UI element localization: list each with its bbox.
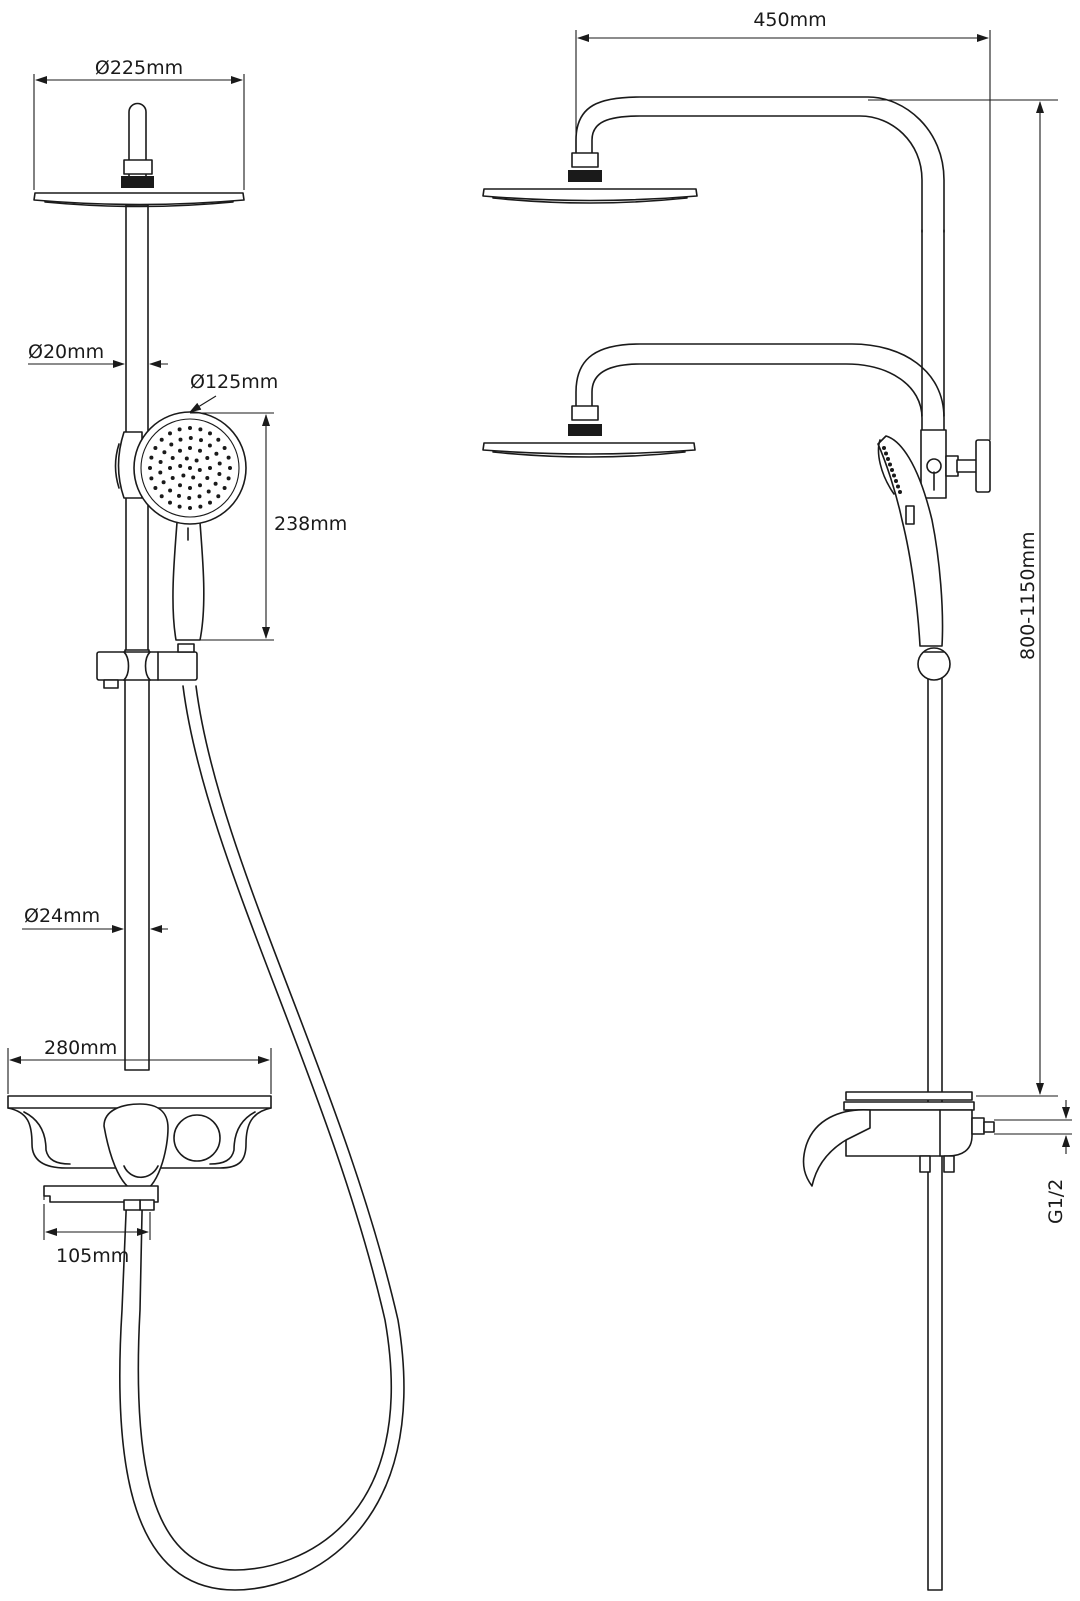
shelf-width-label: 280mm <box>44 1037 117 1059</box>
front-riser <box>124 204 150 1071</box>
side-diverter-holder <box>920 429 991 499</box>
spout-length-label: 105mm <box>56 1245 129 1267</box>
front-slider-clamp <box>96 643 198 689</box>
side-hand-shower <box>877 435 951 681</box>
inlet-thread-label: G1/2 <box>1045 1179 1067 1224</box>
arm-reach-label: 450mm <box>753 9 826 31</box>
hand-shower-length-label: 238mm <box>274 513 347 535</box>
side-view: 450mm 800-1150mm G1/2 <box>482 9 1072 1591</box>
height-range-label: 800-1150mm <box>1017 532 1039 661</box>
overhead-diameter-label: Ø225mm <box>95 57 183 79</box>
side-lower-arm <box>482 343 945 458</box>
riser-diameter-label: Ø24mm <box>24 905 100 927</box>
side-mixer <box>802 1091 995 1187</box>
hand-shower-diameter-label: Ø125mm <box>190 371 278 393</box>
side-dimensions: 450mm 800-1150mm G1/2 <box>575 9 1072 1224</box>
front-overhead-shower <box>33 102 245 208</box>
side-upper-arm <box>482 96 945 233</box>
front-mixer-shelf <box>7 1095 272 1211</box>
front-hand-shower <box>133 411 247 641</box>
front-dimensions: Ø225mm Ø20mm Ø125mm 238mm Ø24mm 280mm 10… <box>7 57 347 1267</box>
front-hose <box>118 685 405 1591</box>
slide-bar-diameter-label: Ø20mm <box>28 341 104 363</box>
front-view: Ø225mm Ø20mm Ø125mm 238mm Ø24mm 280mm 10… <box>7 57 405 1591</box>
